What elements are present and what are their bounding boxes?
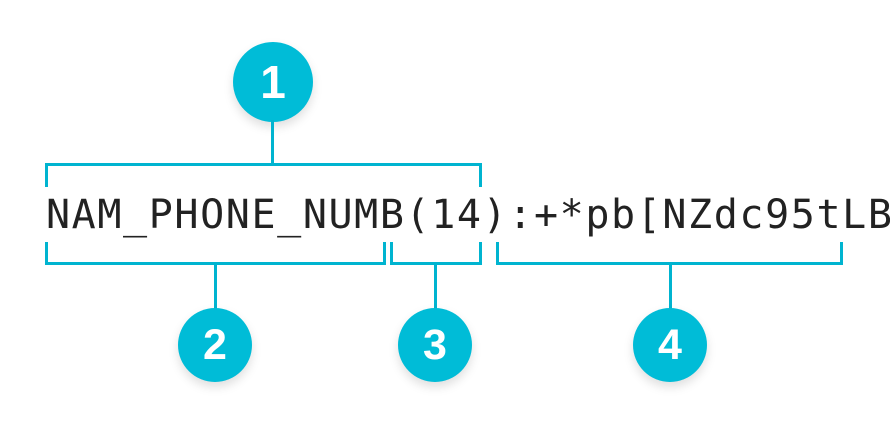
bracket-bottom-field-name (45, 242, 386, 265)
bracket-bottom-value (496, 242, 843, 265)
callout-stem-1 (271, 120, 274, 166)
callout-stem-3 (434, 264, 437, 320)
code-string: NAM_PHONE_NUMB(14):+*pb[NZdc95tLB (46, 192, 890, 238)
bracket-top-full-tag (45, 163, 482, 187)
callout-badge-4[interactable]: 4 (633, 308, 707, 382)
callout-stem-2 (214, 264, 217, 320)
bracket-bottom-length (390, 242, 482, 265)
callout-badge-3[interactable]: 3 (398, 308, 472, 382)
callout-badge-2[interactable]: 2 (178, 308, 252, 382)
callout-stem-4 (669, 264, 672, 320)
callout-badge-1[interactable]: 1 (233, 42, 313, 122)
